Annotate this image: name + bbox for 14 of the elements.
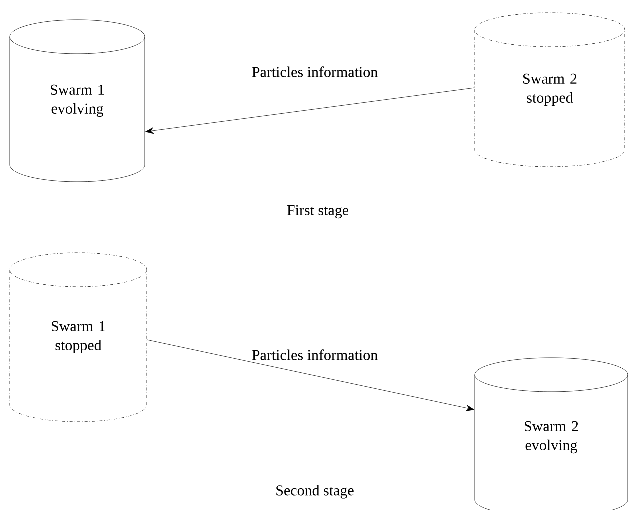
node-label: Swarm 2 stopped xyxy=(524,74,577,106)
node-label: Swarm 1 stopped xyxy=(52,321,106,354)
stage-caption: First stage xyxy=(287,205,349,219)
arrow xyxy=(146,88,475,134)
cylinder: Swarm 1 evolving xyxy=(10,20,146,182)
edge-label: Particles information xyxy=(250,66,380,78)
stage-caption: Second stage xyxy=(276,485,354,499)
cylinder: Swarm 2 evolving xyxy=(474,358,628,510)
cylinder: Swarm 2 stopped xyxy=(474,12,626,168)
cylinder: Swarm 1 stopped xyxy=(10,252,148,422)
arrow xyxy=(147,340,474,412)
node-label: Swarm 1 evolving xyxy=(51,84,104,118)
node-label: Swarm 2 evolving xyxy=(525,421,578,454)
edge-label: Particles information xyxy=(250,348,380,362)
